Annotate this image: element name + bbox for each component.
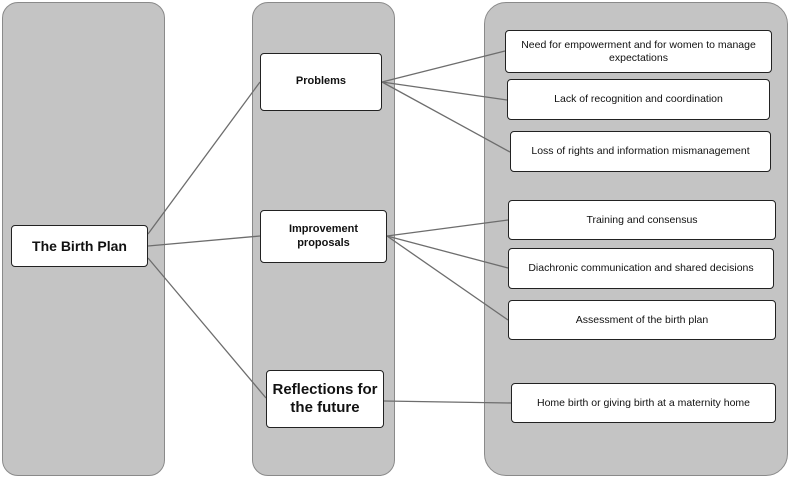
leaf-node-label: Home birth or giving birth at a maternit… xyxy=(536,396,750,409)
branch-node-reflections: Reflections for the future xyxy=(266,370,384,428)
branch-node-label: Improvement proposals xyxy=(288,223,359,249)
branch-node-label: Reflections for the future xyxy=(272,381,378,416)
leaf-node-label: Need for empowerment and for women to ma… xyxy=(521,38,756,64)
branch-node-problems: Problems xyxy=(260,53,382,111)
root-node: The Birth Plan xyxy=(11,225,148,267)
leaf-node-label: Loss of rights and information mismanage… xyxy=(531,145,750,158)
leaf-node: Assessment of the birth plan xyxy=(508,300,776,340)
leaf-node-label: Diachronic communication and shared deci… xyxy=(528,262,754,275)
leaf-node: Training and consensus xyxy=(508,200,776,240)
leaf-node: Need for empowerment and for women to ma… xyxy=(505,30,772,73)
leaf-node: Home birth or giving birth at a maternit… xyxy=(511,383,776,423)
leaf-node-label: Training and consensus xyxy=(586,213,698,226)
leaf-node-label: Assessment of the birth plan xyxy=(575,313,709,326)
leaf-node: Diachronic communication and shared deci… xyxy=(508,248,774,289)
leaf-node: Loss of rights and information mismanage… xyxy=(510,131,771,172)
branch-node-improvement-proposals: Improvement proposals xyxy=(260,210,387,263)
leaf-node: Lack of recognition and coordination xyxy=(507,79,770,120)
leaf-node-label: Lack of recognition and coordination xyxy=(554,93,723,106)
root-node-label: The Birth Plan xyxy=(32,237,127,254)
connector-root-reflections xyxy=(147,257,267,399)
branch-node-label: Problems xyxy=(295,75,347,88)
